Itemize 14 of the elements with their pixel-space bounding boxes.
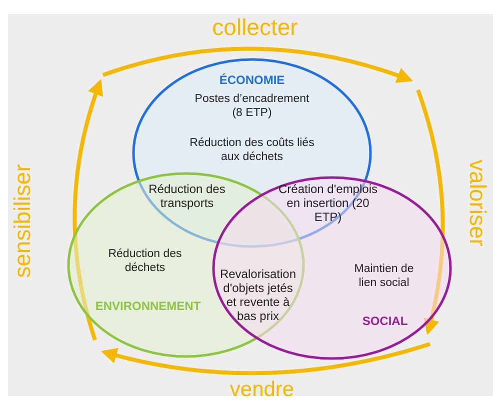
cycle-label: vendre [228, 379, 296, 401]
circle-text: Réduction des déchets [107, 247, 183, 275]
cycle-label: valoriser [465, 158, 491, 248]
circle-text: Réduction des coûts liés aux déchets [188, 136, 316, 164]
overlap-text: Revalorisation d'objets jetés et revente à bas prix [218, 267, 298, 323]
circle-text: Maintien de lien social [353, 262, 415, 290]
cycle-label: collecter [211, 14, 299, 40]
circle-title: ENVIRONNEMENT [94, 299, 202, 313]
circle-title: ÉCONOMIE [218, 73, 286, 87]
circle-title: SOCIAL [361, 314, 409, 328]
circle-text: Postes d’encadrement (8 ETP) [194, 92, 310, 120]
overlap-text: Réduction des transports [148, 182, 226, 210]
overlap-text: Création d'emplois en insertion (20 ETP) [277, 182, 378, 224]
cycle-label: sensibiliser [9, 163, 35, 280]
